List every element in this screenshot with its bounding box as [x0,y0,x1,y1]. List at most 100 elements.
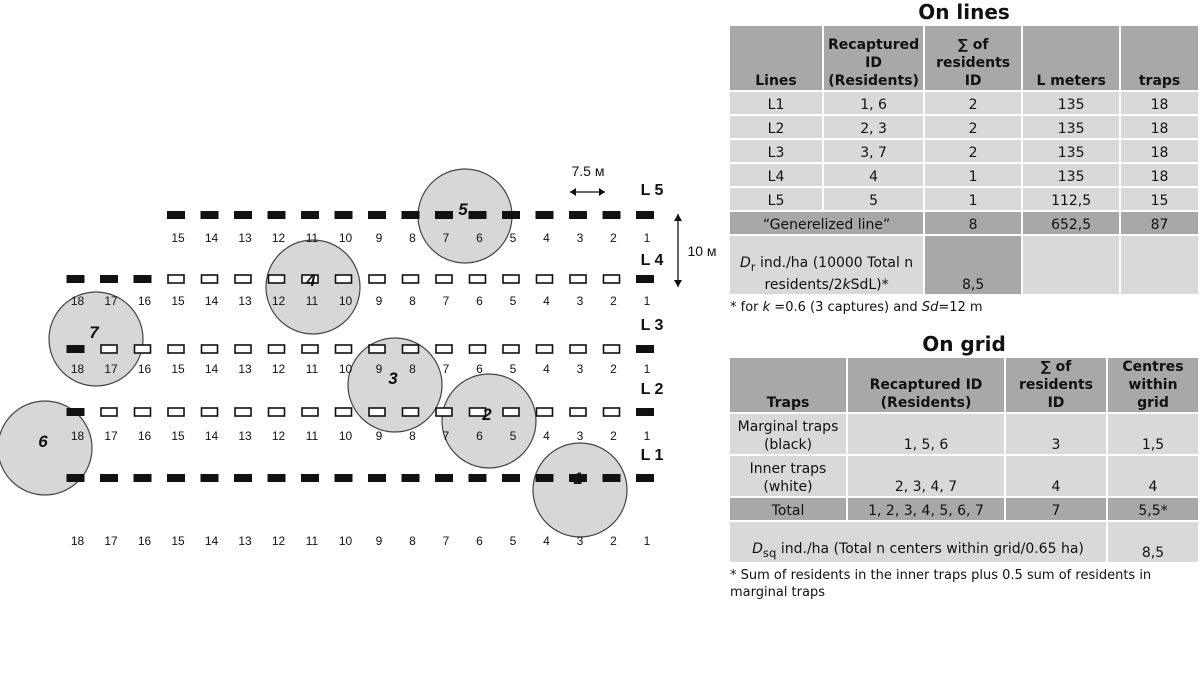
line-label: L 4 [641,252,664,269]
trap-number: 4 [543,362,550,376]
resident-number: 2 [481,405,492,424]
marginal-trap-black [234,211,252,219]
trap-number: 18 [71,362,85,376]
marginal-trap-black [502,474,520,482]
trap-number: 3 [577,231,584,245]
trap-number: 12 [272,294,286,308]
trap-number: 7 [443,429,450,443]
table-cell: 15 [1121,188,1198,210]
marginal-trap-black [636,275,654,283]
generalized-line-row: “Generelized line” 8 652,5 87 [730,212,1198,234]
resident-number: 7 [89,323,100,342]
col-header: traps [1121,26,1198,90]
trap-number: 6 [476,429,483,443]
table-row: L1 1, 6 2 135 18 [730,92,1198,114]
marginal-trap-black [636,211,654,219]
inner-trap-white [133,407,152,417]
inner-trap-white [167,407,185,417]
trap-number: 8 [409,362,416,376]
trap-number: 13 [238,534,252,548]
inner-trap-white [569,344,587,354]
marginal-trap-black [602,211,621,219]
trap-number: 5 [510,362,517,376]
resident-number: 3 [388,369,398,388]
spacing-arrowhead [570,188,576,196]
table-cell: 5,5* [1108,498,1198,520]
trap-number: 6 [476,362,483,376]
marginal-trap-black [66,345,85,353]
table-row: L4 4 1 135 18 [730,164,1198,186]
grid-table: Traps Recaptured ID (Residents) ∑ of res… [728,356,1200,564]
trap-number: 1 [644,534,651,548]
table-cell: L5 [730,188,822,210]
table-cell: 18 [1121,164,1198,186]
trap-number: 10 [339,362,353,376]
trap-number: 18 [71,294,85,308]
trap-number: 11 [306,534,319,548]
marginal-trap-black [569,211,587,219]
marginal-trap-black [267,474,286,482]
marginal-trap-black [234,474,252,482]
trap-number: 5 [510,294,517,308]
inner-trap-white [569,274,587,284]
marginal-trap-black [401,474,420,482]
inner-trap-white [234,274,252,284]
trap-number: 5 [510,231,517,245]
trap-number: 2 [610,534,617,548]
inner-trap-white [334,407,353,417]
table-row: L3 3, 7 2 135 18 [730,140,1198,162]
trap-number: 17 [104,362,118,376]
marginal-trap-black [66,408,85,416]
trap-number: 4 [543,429,550,443]
tables-panel: On lines Lines Recaptured ID (Residents)… [728,0,1200,601]
resident-number: 6 [38,432,48,451]
resident-range-circle [48,291,144,387]
table-cell: 2 [925,116,1022,138]
trap-number: 7 [443,294,450,308]
table-cell: L4 [730,164,822,186]
trap-number: 10 [339,534,353,548]
line-label: L 2 [641,381,664,398]
trap-number: 15 [171,362,185,376]
trap-number: 2 [610,294,617,308]
resident-range-circle [441,373,537,469]
marginal-trap-black [401,211,420,219]
density-row: Dsq ind./ha (Total n centers within grid… [730,522,1198,562]
marginal-trap-black [368,474,386,482]
inner-trap-white [368,344,386,354]
table-cell: L3 [730,140,822,162]
marginal-trap-black [301,211,319,219]
marginal-trap-black [200,211,219,219]
marginal-trap-black [100,275,118,283]
inner-trap-white [100,344,118,354]
trap-number: 9 [376,294,383,308]
trap-number: 2 [610,362,617,376]
grid-table-note: * Sum of residents in the inner traps pl… [730,568,1152,600]
table-row: Marginal traps (black) 1, 5, 6 3 1,5 [730,414,1198,454]
col-header: ∑ of residents ID [1006,358,1106,412]
trap-number: 18 [71,429,85,443]
table-cell: 4 [1108,456,1198,496]
marginal-trap-black [334,211,353,219]
inner-trap-white [267,274,286,284]
inner-trap-white [368,274,386,284]
inner-trap-white [301,344,319,354]
density-row: Dr ind./ha (10000 Total n residents/2kSd… [730,236,1198,294]
trap-number: 4 [543,294,550,308]
trap-number: 10 [339,429,353,443]
empty-cell [1023,236,1120,294]
inner-trap-white [602,274,621,284]
marginal-trap-black [636,474,654,482]
trap-number: 14 [205,294,219,308]
trap-number: 11 [306,231,319,245]
trap-number: 6 [476,294,483,308]
marginal-trap-black [66,275,85,283]
table-cell: 2, 3 [824,116,924,138]
inner-trap-white [234,344,252,354]
trap-number: 8 [409,231,416,245]
marginal-trap-black [334,474,353,482]
inner-trap-white [133,344,152,354]
trap-number: 5 [510,534,517,548]
trap-number: 16 [138,362,152,376]
trap-number: 1 [644,231,651,245]
